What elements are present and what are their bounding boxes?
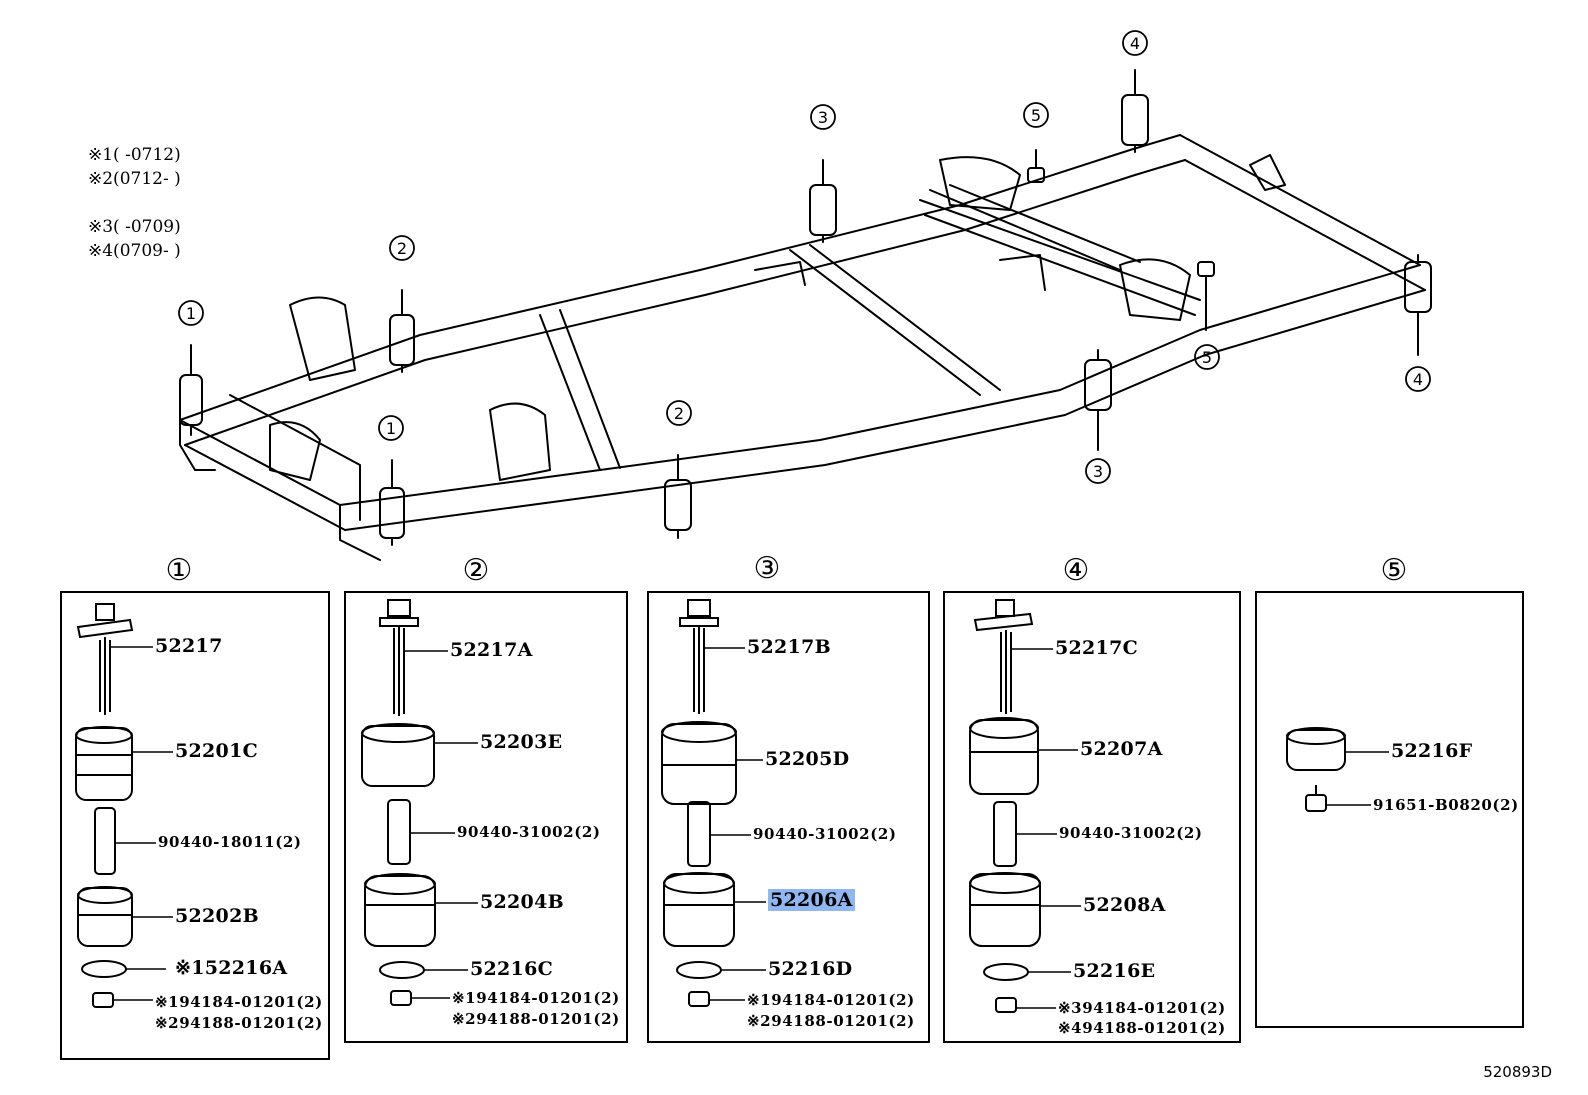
part-label[interactable]: ※152216A	[175, 957, 288, 979]
part-label[interactable]: ※294188-01201(2)	[747, 1012, 915, 1030]
part-label[interactable]: 90440-31002(2)	[1059, 824, 1203, 842]
svg-text:3: 3	[1093, 462, 1103, 481]
svg-text:4: 4	[1413, 370, 1423, 389]
group-2-drawings	[361, 599, 436, 1006]
part-label[interactable]: 52201C	[175, 740, 259, 762]
part-label[interactable]: ※294188-01201(2)	[452, 1010, 620, 1028]
svg-text:5: 5	[1031, 106, 1041, 125]
svg-text:1: 1	[386, 419, 396, 438]
part-label[interactable]: 52207A	[1080, 738, 1163, 760]
part-drawings	[75, 599, 1346, 1013]
group-1-marker: ①	[165, 553, 193, 588]
svg-text:2: 2	[674, 404, 684, 423]
selected-part-highlight[interactable]: 52206A	[768, 889, 855, 911]
part-label-selected[interactable]: 52206A	[768, 889, 855, 911]
part-label[interactable]: 90440-31002(2)	[753, 825, 897, 843]
part-label[interactable]: 52203E	[480, 731, 563, 753]
chassis-marker-numbers: 1 2 1 2 3 3 4 4 5 5	[186, 34, 1423, 481]
part-label[interactable]: 52205D	[765, 748, 850, 770]
chassis-frame	[179, 134, 1426, 561]
part-label[interactable]: ※194184-01201(2)	[747, 991, 915, 1009]
part-label[interactable]: 90440-31002(2)	[457, 823, 601, 841]
part-label[interactable]: 52217B	[747, 636, 831, 658]
group-5-box	[1255, 591, 1524, 1028]
group-3-box	[647, 591, 930, 1043]
part-label[interactable]: 52217C	[1055, 637, 1139, 659]
part-label[interactable]: 52204B	[480, 891, 564, 913]
note-2: ※2(0712- )	[88, 169, 181, 189]
part-label[interactable]: 52216D	[768, 958, 853, 980]
group-2-marker: ②	[462, 553, 490, 588]
group-4-marker: ④	[1062, 553, 1090, 588]
part-label[interactable]: 52216C	[470, 958, 554, 980]
group-5-drawings	[1286, 727, 1346, 812]
part-label[interactable]: ※194184-01201(2)	[452, 989, 620, 1007]
part-label[interactable]: 91651-B0820(2)	[1373, 796, 1519, 814]
part-label[interactable]: 52217	[155, 635, 223, 657]
note-1: ※1( -0712)	[88, 145, 181, 165]
part-label[interactable]: 90440-18011(2)	[158, 833, 302, 851]
svg-text:4: 4	[1130, 34, 1140, 53]
svg-text:1: 1	[186, 304, 196, 323]
part-label[interactable]: 52216E	[1073, 960, 1156, 982]
group-1-box	[60, 591, 330, 1060]
part-label[interactable]: ※494188-01201(2)	[1058, 1019, 1226, 1037]
group-2-box	[344, 591, 628, 1043]
note-3: ※3( -0709)	[88, 217, 181, 237]
part-label[interactable]: 52202B	[175, 905, 259, 927]
leader-lines	[110, 646, 1389, 1009]
group-3-drawings	[661, 599, 737, 1007]
group-3-marker: ③	[753, 551, 781, 586]
figure-id: 520893D	[1483, 1063, 1552, 1081]
group-4-drawings	[969, 599, 1041, 1013]
revision-notes: ※1( -0712) ※2(0712- ) ※3( -0709) ※4(0709…	[88, 143, 181, 263]
part-label[interactable]: ※394184-01201(2)	[1058, 999, 1226, 1017]
part-label[interactable]: 52208A	[1083, 894, 1166, 916]
group-4-box	[943, 591, 1241, 1043]
part-label[interactable]: ※294188-01201(2)	[155, 1014, 323, 1032]
note-4: ※4(0709- )	[88, 241, 181, 261]
part-label[interactable]: 52217A	[450, 639, 533, 661]
part-label[interactable]: ※194184-01201(2)	[155, 993, 323, 1011]
chassis-markers	[178, 30, 1431, 484]
svg-text:2: 2	[397, 239, 407, 258]
svg-text:3: 3	[818, 108, 828, 127]
part-label[interactable]: 52216F	[1391, 740, 1473, 762]
svg-text:5: 5	[1202, 348, 1212, 367]
group-5-marker: ⑤	[1380, 553, 1408, 588]
frame-mounts	[179, 69, 1432, 546]
